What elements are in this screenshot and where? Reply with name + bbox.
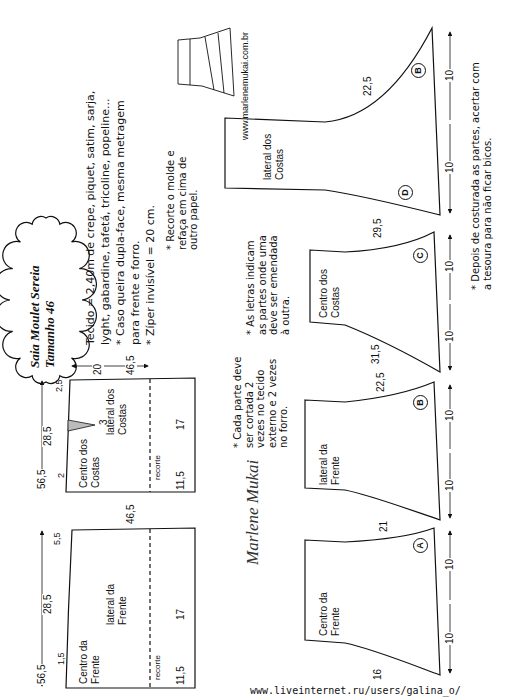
note-text: * Cada parte deve ser cortada 2 vezes no… xyxy=(232,353,290,448)
dimension-label: 10 xyxy=(444,409,456,422)
dimension-label: 17 xyxy=(175,609,187,620)
back-side-flare xyxy=(225,28,440,215)
seam-letter: D xyxy=(398,185,413,200)
dimension-label: 31,5 xyxy=(370,344,382,365)
note-text: lateral dos Costas xyxy=(105,385,128,435)
note-text: * As letras indicam as partes onde uma d… xyxy=(245,235,291,335)
pattern-title: Saia Moulet Sereia Tamanho 46 xyxy=(28,232,58,368)
note-text: Centro dos Costas xyxy=(318,258,341,318)
dimension-label: 46,5 xyxy=(125,505,137,524)
front-yoke-piece xyxy=(66,528,195,688)
dimension-label: 10 xyxy=(444,479,456,492)
dimension-label: 11,5 xyxy=(175,471,187,490)
seam-letter: A xyxy=(413,538,428,553)
dimension-label: 10 xyxy=(444,260,456,273)
dimension-label: 10 xyxy=(444,330,456,343)
dimension-label: 17 xyxy=(175,419,187,430)
title-cloud xyxy=(0,217,96,384)
back-center-flare xyxy=(310,232,440,372)
dimension-label: 21 xyxy=(378,521,390,532)
note-text: Centro da Frente xyxy=(318,576,341,636)
dimension-label: * Caso queira dupla-face, mesma metragem xyxy=(115,100,128,345)
note-text: Centro dos Costas xyxy=(78,438,101,488)
front-center-flare xyxy=(305,528,440,675)
dimension-label: 56,5 xyxy=(36,469,48,490)
dimension-label: 28,5 xyxy=(42,426,54,447)
dimension-label: para frente e forro. xyxy=(130,241,143,345)
dimension-label: 1,5 xyxy=(56,652,66,665)
note-text: lateral dos Costas xyxy=(262,122,285,180)
note-text: lateral da Frente xyxy=(105,570,128,625)
dart xyxy=(68,420,95,431)
watermark: www.liveinternet.ru/users/galina_o/ xyxy=(250,685,461,696)
dimension-label: 10 xyxy=(444,161,456,174)
front-side-flare xyxy=(305,382,440,520)
dimension-label: lyght, gabardine, tafetá, tricoline, pop… xyxy=(100,99,113,345)
seam-letter: B xyxy=(413,395,428,410)
dimension-label: 10 xyxy=(444,69,456,82)
dimension-label: 22,5 xyxy=(375,373,387,392)
seam-letter: B xyxy=(411,63,426,78)
dimension-label: www.marlenemukai.com.br xyxy=(240,32,250,140)
dimension-label: 16 xyxy=(372,669,384,680)
dimension-label: 10 xyxy=(444,632,456,645)
dimension-label: 29,5 xyxy=(372,219,384,238)
note-text: * Recorte o molde e refaça em cima de ou… xyxy=(165,140,200,250)
back-yoke-piece xyxy=(66,378,195,492)
dimension-label: 2 xyxy=(56,473,66,478)
dimension-label: 22,5 xyxy=(362,77,374,96)
dimension-label: 28,5 xyxy=(42,594,54,615)
dimension-label: recorte xyxy=(153,655,162,680)
dimension-label: 46,5 xyxy=(125,355,137,376)
dimension-label: 56,5 xyxy=(36,664,48,685)
dimension-label: 20 xyxy=(92,363,104,376)
dimension-label: * Zíper invisível = 20 cm. xyxy=(145,205,158,345)
note-text: Centro da Frente xyxy=(78,629,101,684)
dimension-label: 11,5 xyxy=(175,666,187,685)
note-text: * Depois de costurada as partes, acertar… xyxy=(470,60,493,290)
note-text: lateral da Frente xyxy=(318,425,341,485)
dimension-label: recorte xyxy=(153,455,162,480)
signature: Marlene Mukai xyxy=(243,460,263,565)
dimension-label: 5,5 xyxy=(52,532,62,545)
seam-letter: C xyxy=(413,248,428,263)
skirt-sketch xyxy=(178,28,234,96)
dimension-label: 2,5 xyxy=(54,379,64,392)
dimension-label: 10 xyxy=(444,558,456,571)
dimension-label: Tecido = 2,40m de crepe, piquet, satim, … xyxy=(85,91,98,345)
